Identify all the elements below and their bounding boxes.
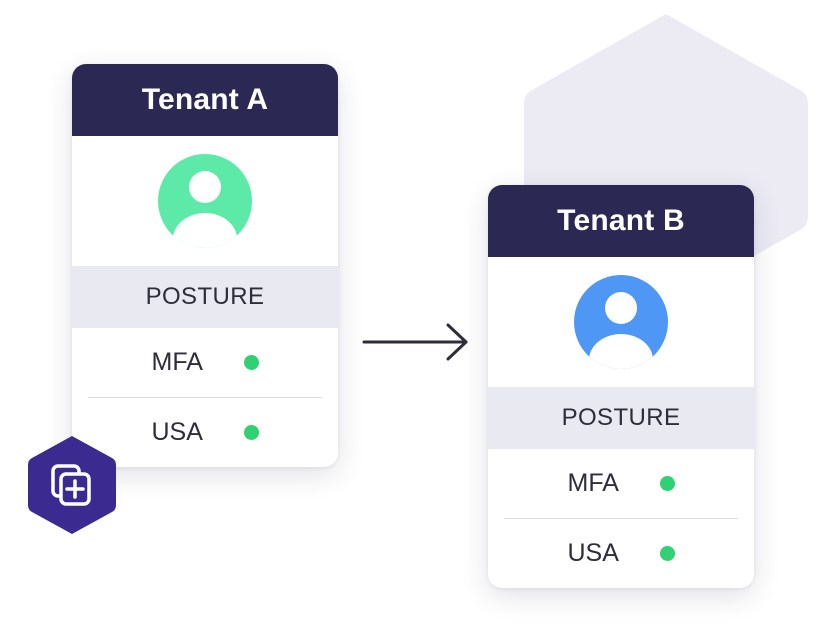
copy-add-icon <box>28 436 116 534</box>
attribute-row-mfa: MFA <box>72 328 338 397</box>
attribute-label: MFA <box>151 348 203 376</box>
status-dot <box>659 476 675 491</box>
attribute-row-usa: USA <box>488 519 754 588</box>
arrow-right-icon <box>362 323 468 361</box>
attribute-row-mfa: MFA <box>488 449 754 518</box>
status-dot <box>659 546 675 561</box>
tenant-a-card: Tenant A POSTURE MFA USA <box>72 64 338 467</box>
user-avatar-icon <box>574 275 668 369</box>
attribute-label: MFA <box>567 469 619 497</box>
status-dot <box>243 355 259 370</box>
posture-label: POSTURE <box>488 387 754 449</box>
user-avatar-icon <box>158 154 252 248</box>
attribute-label: USA <box>151 418 203 446</box>
posture-label: POSTURE <box>72 266 338 328</box>
tenant-b-card: Tenant B POSTURE MFA USA <box>488 185 754 588</box>
attribute-label: USA <box>567 539 619 567</box>
tenant-a-header: Tenant A <box>72 64 338 136</box>
status-dot <box>243 425 259 440</box>
row-divider <box>88 397 322 398</box>
attribute-row-usa: USA <box>72 398 338 467</box>
tenant-b-header: Tenant B <box>488 185 754 257</box>
row-divider <box>504 518 738 519</box>
